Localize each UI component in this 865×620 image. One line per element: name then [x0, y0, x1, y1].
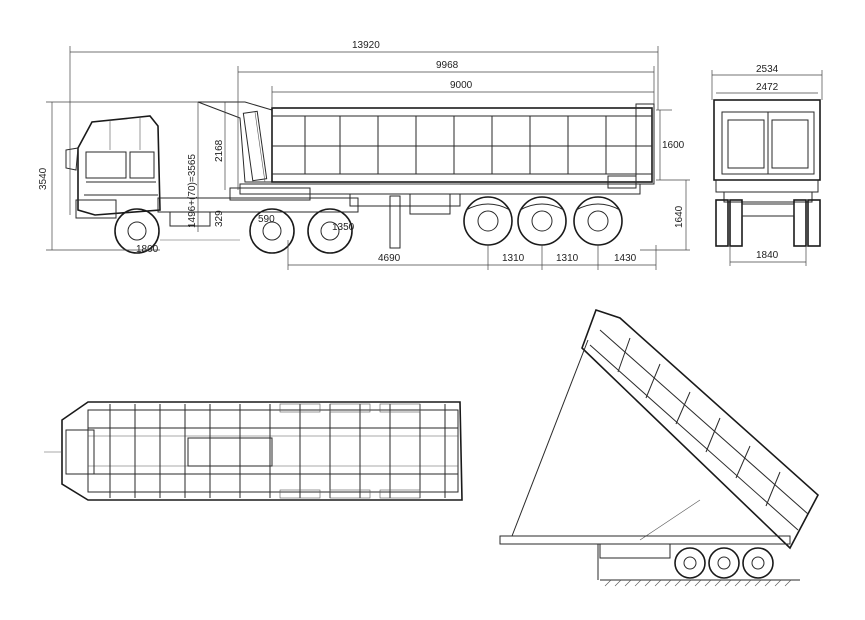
right-dimensions: [640, 109, 690, 251]
dim-body-length: 9000: [450, 80, 473, 91]
top-dimensions: [69, 46, 659, 215]
trailer-chassis: [239, 183, 641, 249]
top-view: [44, 401, 463, 501]
tractor-cab: [65, 115, 161, 219]
dim-overall-height: 3540: [38, 167, 49, 190]
body-ribs: [304, 116, 637, 174]
tipped-ribs: [617, 337, 781, 507]
dim-tractor-axle-1: 590: [258, 214, 275, 225]
dim-body-width: 2472: [756, 82, 779, 93]
tractor-wheels: [114, 208, 353, 254]
dim-body-height: 1600: [662, 140, 685, 151]
height-dimensions: [46, 101, 226, 251]
tipped-view: [499, 308, 819, 587]
dim-fifth-wheel: 329: [214, 210, 225, 227]
dim-deck-height: 1640: [674, 205, 685, 228]
dim-rear-overhang: 1430: [614, 253, 637, 264]
dim-axle-spacing-2: 1310: [556, 253, 579, 264]
dump-body: [271, 103, 655, 185]
dim-fifth-wheel-height: 1496+(70)=3565: [187, 154, 198, 228]
plan-crossmembers: [109, 404, 446, 498]
dim-overall-width: 2534: [756, 64, 779, 75]
bottom-dimensions: [287, 240, 657, 270]
dim-overall-length: 13920: [352, 40, 380, 51]
hydraulic-cylinder: [197, 101, 273, 183]
rear-dimensions: [711, 70, 823, 266]
dim-front-height: 2168: [214, 139, 225, 162]
dim-axle-spacing-1: 1310: [502, 253, 525, 264]
dim-trailer-length: 9968: [436, 60, 459, 71]
side-view: 13920 9968 9000 3540 1496+(70)=3565 2168…: [38, 40, 690, 270]
dim-track-width: 1840: [756, 250, 779, 261]
rear-view: 2534 2472 1840: [711, 64, 823, 266]
dim-kingpin-offset: 1800: [136, 244, 159, 255]
trailer-wheels: [463, 175, 637, 246]
ground-hatch: [604, 579, 792, 587]
dim-kingpin-to-axle: 4690: [378, 253, 401, 264]
dim-tractor-axle-2: 1350: [332, 222, 355, 233]
